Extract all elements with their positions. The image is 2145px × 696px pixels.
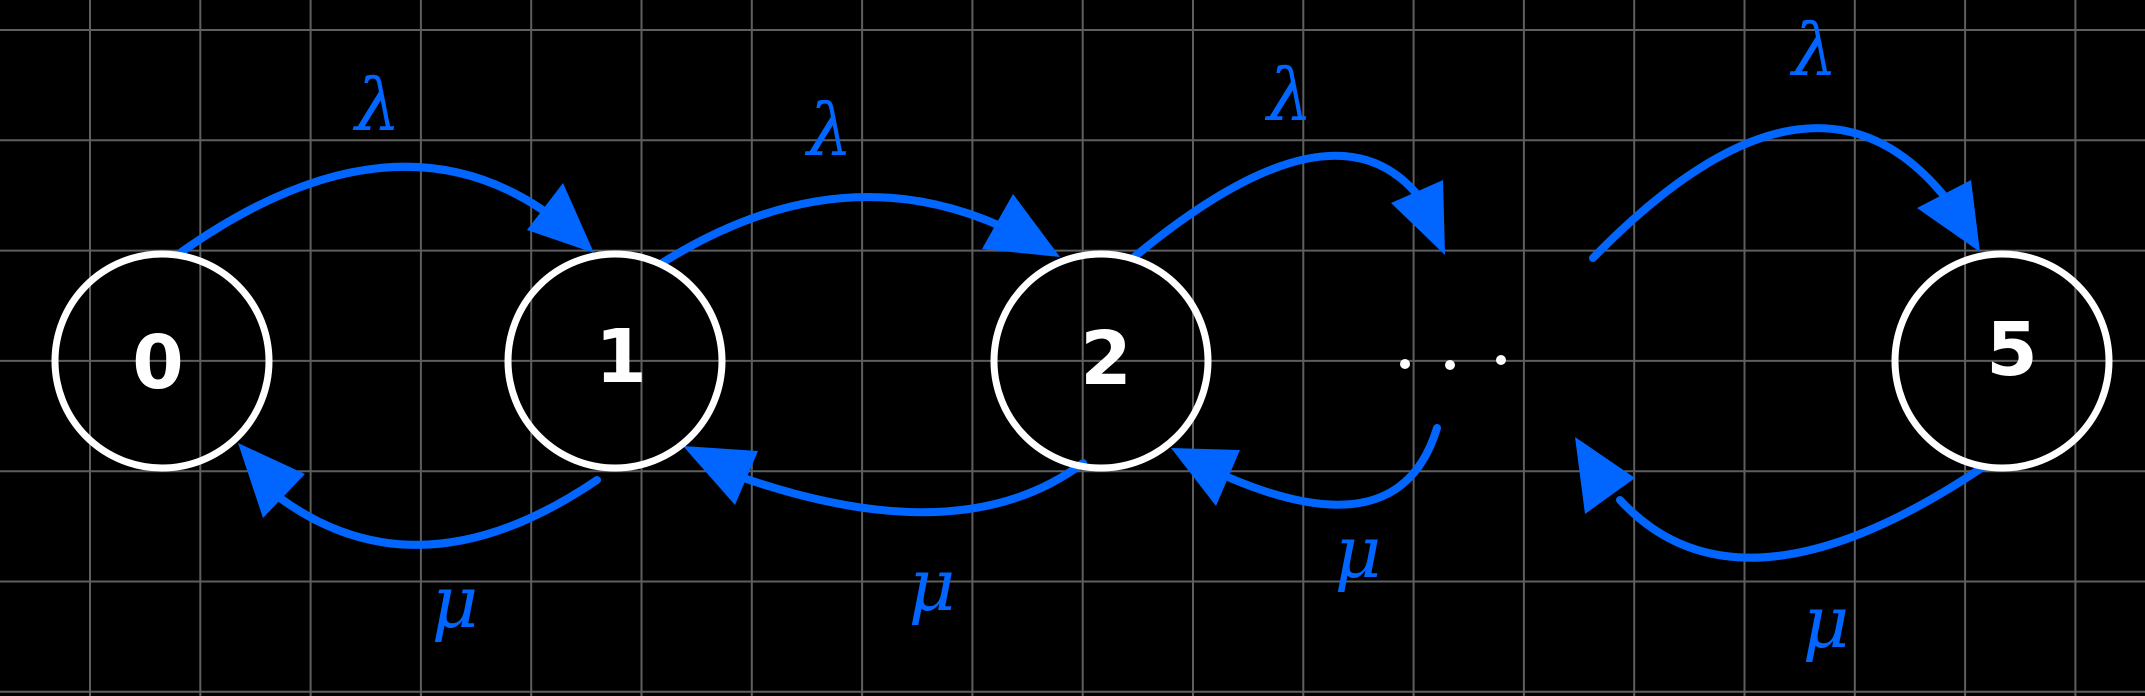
arrowhead-2-to-1 (683, 446, 758, 505)
ellipsis-dot (1400, 359, 1410, 369)
arc-2-to-1 (731, 459, 1087, 517)
ellipsis-dot (1496, 355, 1506, 365)
state-node-1 (504, 250, 726, 472)
arc-0-to-1 (176, 162, 579, 257)
state-label-0: 0 (132, 320, 184, 406)
ellipsis-dot (1445, 360, 1455, 370)
arrowhead-1-to-0 (238, 443, 305, 518)
arc-1-to-2 (658, 193, 1029, 267)
arrowhead-ellipsis-to-2 (1171, 448, 1240, 506)
ellipsis (1400, 355, 1506, 370)
state-label-5: 5 (1986, 307, 2038, 393)
arrowhead-2-to-ellipsis (1391, 180, 1445, 255)
state-node-0 (51, 250, 273, 472)
arrowhead-5-to-ellipsis (1575, 437, 1635, 514)
arrowhead-0-to-1 (527, 183, 594, 253)
state-node-5 (1891, 250, 2113, 472)
arc-2-to-ellipsis (1129, 151, 1424, 262)
rate-label-2-to-ellipsis: λ (1264, 53, 1313, 137)
rate-label-2-to-1: μ (909, 543, 956, 627)
arrowhead-1-to-2 (982, 194, 1060, 257)
state-label-2: 2 (1080, 316, 1132, 402)
rate-label-1-to-0: μ (432, 560, 479, 644)
state-node-2 (990, 250, 1212, 472)
arrowhead-ellipsis-to-5 (1917, 180, 1980, 252)
rate-label-0-to-1: λ (352, 63, 401, 147)
rate-label-ellipsis-to-2: μ (1335, 510, 1382, 594)
rate-label-5-to-ellipsis: μ (1803, 580, 1850, 664)
arc-5-to-ellipsis (1616, 463, 1987, 562)
rate-label-1-to-2: λ (804, 88, 853, 172)
arc-1-to-0 (276, 476, 601, 549)
state-label-1: 1 (595, 314, 647, 400)
rate-label-ellipsis-to-5: λ (1789, 8, 1838, 92)
arc-ellipsis-to-2 (1226, 424, 1441, 509)
arc-ellipsis-to-5 (1589, 124, 1959, 262)
